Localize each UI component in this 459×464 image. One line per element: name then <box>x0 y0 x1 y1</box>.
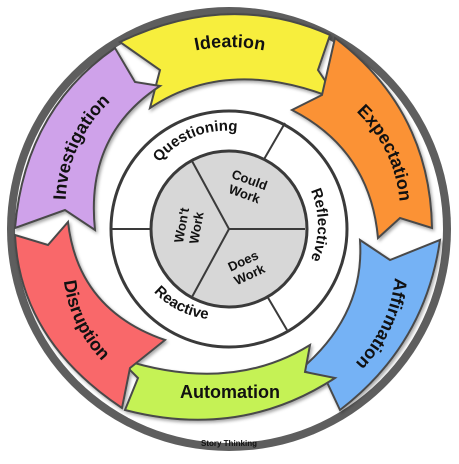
label-ideation: Ideation <box>193 31 267 54</box>
segment-investigation <box>13 46 163 233</box>
footer-caption: Story Thinking <box>201 439 257 448</box>
segment-disruption <box>13 219 168 410</box>
svg-text:Won't: Won't <box>171 206 192 244</box>
segment-expectation <box>289 36 434 241</box>
svg-text:Work: Work <box>186 210 207 245</box>
label-reflective: Reflective <box>307 186 331 264</box>
core-divider-3 <box>191 228 230 298</box>
core-divider-1 <box>191 160 230 230</box>
label-automation: Automation <box>180 382 280 402</box>
middle-divider-2 <box>266 295 288 331</box>
core-wont-work: Won't Work <box>171 206 207 245</box>
middle-divider-1 <box>262 122 286 162</box>
